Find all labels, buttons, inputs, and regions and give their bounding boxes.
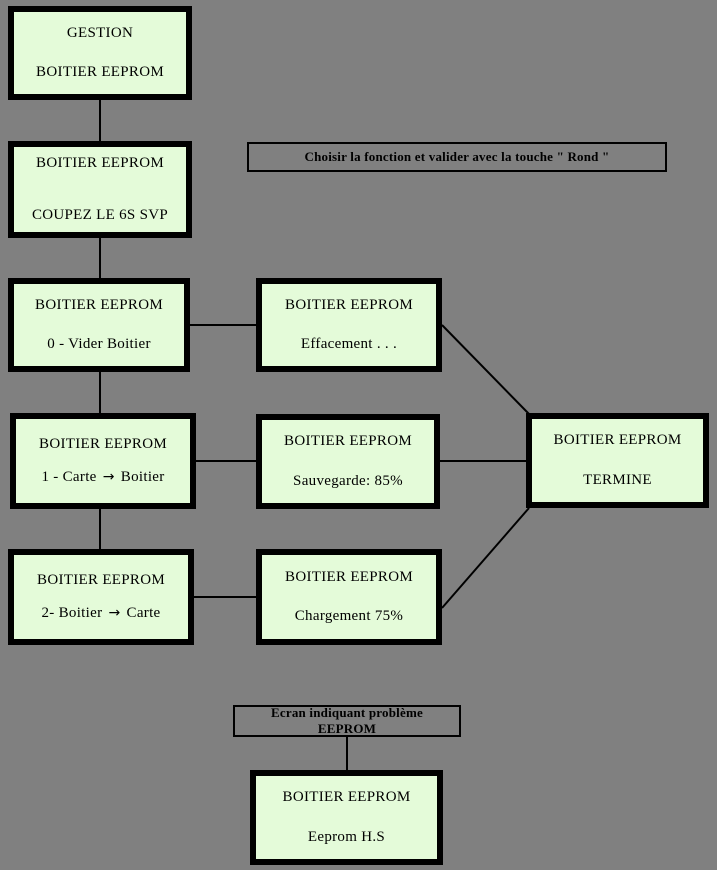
- annotation-error-caption: Ecran indiquant problème EEPROM: [233, 705, 461, 737]
- node-chargement-line2: Chargement 75%: [294, 608, 404, 624]
- node-eeprom-hs[interactable]: BOITIER EEPROM Eeprom H.S: [250, 770, 443, 865]
- node-eeprom-hs-line2: Eeprom H.S: [307, 828, 386, 845]
- node-chargement-line1: BOITIER EEPROM: [285, 568, 413, 585]
- right-arrow-icon: →: [108, 605, 121, 621]
- node-sauvegarde-line2: Sauvegarde: 85%: [293, 472, 403, 489]
- node-eeprom-hs-line1: BOITIER EEPROM: [282, 789, 411, 806]
- node-coupez[interactable]: BOITIER EEPROM COUPEZ LE 6S SVP: [8, 141, 192, 238]
- node-coupez-line1: BOITIER EEPROM: [36, 155, 164, 172]
- node-coupez-line2: COUPEZ LE 6S SVP: [31, 206, 169, 223]
- node-boitier2-line2: 2- Boitier → Carte: [41, 605, 160, 622]
- node-vider-line1: BOITIER EEPROM: [35, 296, 163, 313]
- node-sauvegarde-line1: BOITIER EEPROM: [284, 433, 412, 450]
- node-boitier-vers-carte[interactable]: BOITIER EEPROM 2- Boitier → Carte: [8, 549, 194, 645]
- node-carte-vers-boitier[interactable]: BOITIER EEPROM 1 - Carte → Boitier: [10, 413, 196, 509]
- node-boitier2-line2-suffix: Carte: [126, 605, 161, 621]
- node-gestion-line2: BOITIER EEPROM: [36, 64, 164, 80]
- node-carte-line2-suffix: Boitier: [120, 469, 165, 485]
- node-effacement-line2: Effacement . . .: [300, 336, 398, 352]
- node-effacement[interactable]: BOITIER EEPROM Effacement . . .: [256, 278, 442, 372]
- node-boitier2-line2-prefix: 2- Boitier: [41, 605, 103, 621]
- node-vider-line2: 0 - Vider Boitier: [47, 336, 151, 352]
- node-carte-line2-prefix: 1 - Carte: [41, 469, 97, 485]
- node-termine-line2: TERMINE: [583, 471, 652, 488]
- node-effacement-line1: BOITIER EEPROM: [285, 296, 413, 313]
- wire-chargement-to-termine: [441, 507, 530, 609]
- node-carte-line2: 1 - Carte → Boitier: [41, 469, 164, 486]
- node-gestion-line1: GESTION: [66, 24, 134, 41]
- node-sauvegarde[interactable]: BOITIER EEPROM Sauvegarde: 85%: [256, 414, 440, 509]
- node-carte-line1: BOITIER EEPROM: [39, 435, 167, 452]
- node-boitier2-line1: BOITIER EEPROM: [37, 571, 165, 588]
- right-arrow-icon: →: [102, 469, 115, 485]
- annotation-error-caption-line1: Ecran indiquant problème: [271, 704, 423, 720]
- annotation-instruction-text: Choisir la fonction et valider avec la t…: [304, 148, 610, 164]
- node-termine[interactable]: BOITIER EEPROM TERMINE: [526, 413, 709, 508]
- annotation-error-caption-line2: EEPROM: [317, 721, 377, 736]
- node-gestion[interactable]: GESTION BOITIER EEPROM: [8, 6, 192, 100]
- node-termine-line1: BOITIER EEPROM: [553, 432, 682, 449]
- wire-effacement-to-termine: [441, 324, 530, 415]
- node-vider-boitier[interactable]: BOITIER EEPROM 0 - Vider Boitier: [8, 278, 190, 372]
- annotation-instruction: Choisir la fonction et valider avec la t…: [247, 142, 667, 172]
- node-chargement[interactable]: BOITIER EEPROM Chargement 75%: [256, 549, 442, 645]
